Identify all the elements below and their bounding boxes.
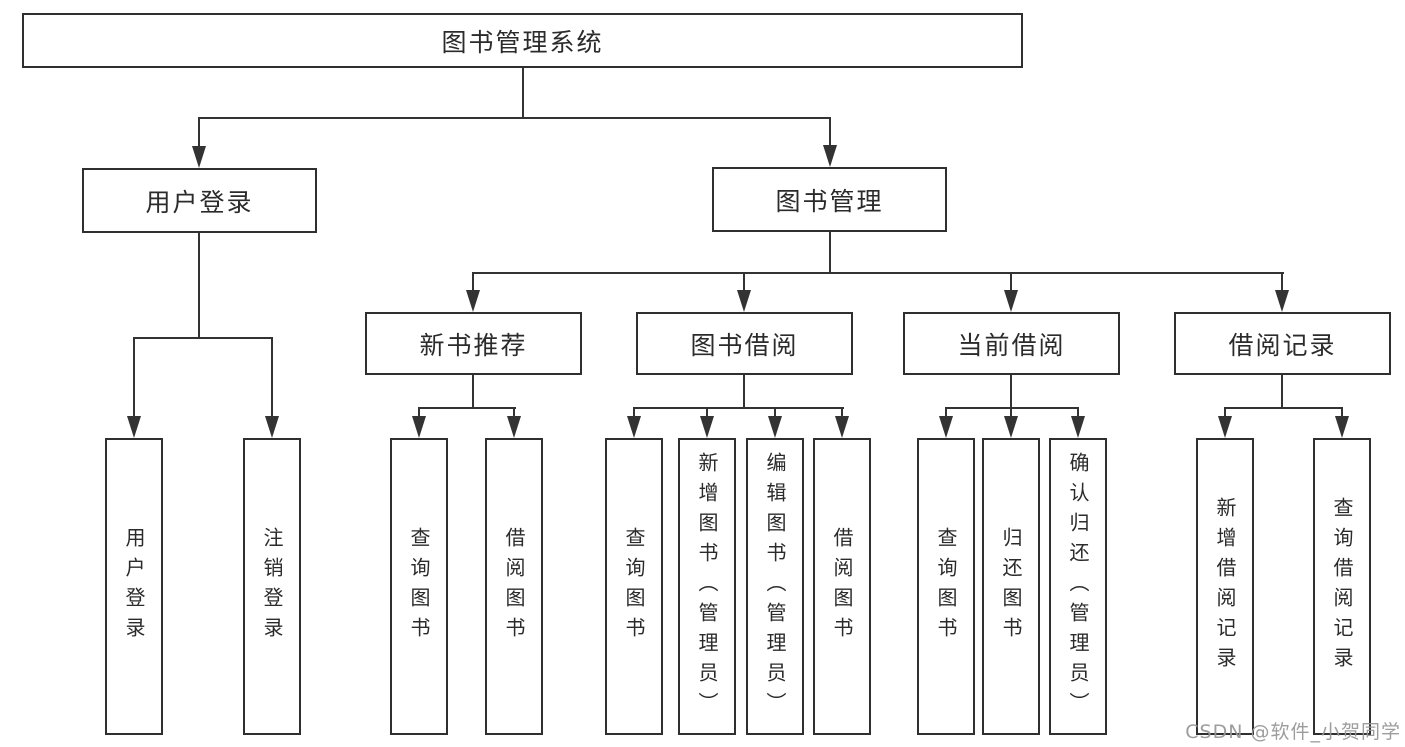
connector-vline	[1010, 407, 1012, 419]
node-leaf-edit-book-admin: 编辑图书（管理员）	[746, 438, 804, 735]
node-leaf-borrow-book-1: 借阅图书	[485, 438, 543, 735]
connector-hline	[133, 337, 273, 339]
node-book-borrow: 图书借阅	[636, 312, 853, 375]
connector-hline	[198, 117, 831, 119]
arrow-down-icon	[627, 416, 641, 438]
connector-vline	[513, 407, 515, 419]
connector-vline	[198, 117, 200, 148]
arrow-down-icon	[265, 416, 279, 438]
connector-vline	[1281, 375, 1283, 409]
node-leaf-logout: 注销登录	[243, 438, 301, 735]
connector-vline	[1010, 272, 1012, 294]
connector-vline	[271, 337, 273, 418]
node-book-mgmt: 图书管理	[712, 167, 947, 232]
node-user-login: 用户登录	[82, 168, 317, 233]
connector-hline	[633, 407, 844, 409]
arrow-down-icon	[1004, 416, 1018, 438]
node-root: 图书管理系统	[22, 13, 1023, 68]
connector-vline	[133, 337, 135, 418]
node-new-book-rec: 新书推荐	[365, 312, 582, 375]
node-leaf-query-book-3: 查询图书	[917, 438, 975, 735]
arrow-down-icon	[1335, 416, 1349, 438]
connector-vline	[1077, 407, 1079, 419]
connector-vline	[633, 407, 635, 419]
connector-vline	[1281, 272, 1283, 294]
node-leaf-borrow-book-2: 借阅图书	[813, 438, 871, 735]
arrow-down-icon	[939, 416, 953, 438]
arrow-down-icon	[412, 416, 426, 438]
connector-vline	[472, 272, 474, 294]
arrow-down-icon	[466, 290, 480, 312]
node-leaf-return-book: 归还图书	[982, 438, 1040, 735]
connector-vline	[1010, 375, 1012, 409]
connector-vline	[743, 272, 745, 294]
node-leaf-query-book-1: 查询图书	[390, 438, 448, 735]
arrow-down-icon	[192, 146, 206, 168]
node-leaf-add-book-admin: 新增图书（管理员）	[678, 438, 736, 735]
node-leaf-user-login: 用户登录	[105, 438, 163, 735]
connector-vline	[472, 375, 474, 409]
connector-hline	[418, 407, 516, 409]
node-current-borrow: 当前借阅	[903, 312, 1120, 375]
connector-vline	[706, 407, 708, 419]
connector-vline	[418, 407, 420, 419]
node-leaf-query-book-2: 查询图书	[605, 438, 663, 735]
connector-vline	[1341, 407, 1343, 419]
connector-vline	[522, 68, 524, 119]
connector-vline	[841, 407, 843, 419]
arrow-down-icon	[1071, 416, 1085, 438]
connector-hline	[472, 272, 1284, 274]
connector-vline	[774, 407, 776, 419]
connector-vline	[1224, 407, 1226, 419]
connector-vline	[829, 117, 831, 148]
connector-hline	[945, 407, 1079, 409]
node-leaf-query-borrow-record: 查询借阅记录	[1313, 438, 1371, 735]
connector-vline	[945, 407, 947, 419]
arrow-down-icon	[1218, 416, 1232, 438]
arrow-down-icon	[507, 416, 521, 438]
arrow-down-icon	[835, 416, 849, 438]
arrow-down-icon	[1275, 290, 1289, 312]
node-leaf-confirm-return-admin: 确认归还（管理员）	[1049, 438, 1107, 735]
arrow-down-icon	[768, 416, 782, 438]
node-borrow-record: 借阅记录	[1174, 312, 1391, 375]
node-leaf-add-borrow-record: 新增借阅记录	[1196, 438, 1254, 735]
arrow-down-icon	[1004, 290, 1018, 312]
arrow-down-icon	[823, 145, 837, 167]
csdn-watermark: CSDN @软件_小贺同学	[1185, 721, 1401, 743]
connector-hline	[1224, 407, 1343, 409]
arrow-down-icon	[737, 290, 751, 312]
arrow-down-icon	[700, 416, 714, 438]
connector-vline	[829, 232, 831, 274]
arrow-down-icon	[127, 416, 141, 438]
connector-vline	[198, 233, 200, 339]
connector-vline	[743, 375, 745, 409]
